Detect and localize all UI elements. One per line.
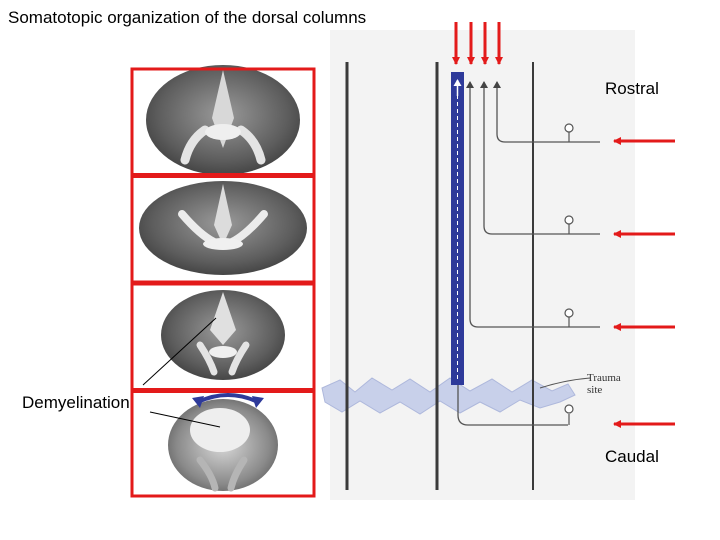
demyelination-leader-lower	[149, 411, 221, 428]
cross-section-4-injured	[168, 399, 278, 492]
trauma-label-line1: Trauma	[587, 372, 621, 384]
trauma-site-label: Trauma site	[587, 372, 621, 396]
injury-bracket	[197, 393, 259, 404]
demyelination-leader-upper	[142, 317, 217, 386]
ganglion-cell-2	[564, 215, 574, 234]
fiber-upper-middle	[480, 81, 600, 235]
cross-section-3	[161, 290, 285, 380]
cross-section-2	[139, 181, 307, 275]
caudal-label: Caudal	[605, 447, 659, 466]
fiber-lower-middle	[466, 81, 600, 328]
trauma-leader-line	[539, 377, 591, 389]
ganglion-cell-1	[564, 123, 574, 142]
ganglion-cell-3	[564, 308, 574, 327]
cross-section-1	[146, 65, 300, 175]
rostral-label: Rostral	[605, 79, 659, 98]
figure-title: Somatotopic organization of the dorsal c…	[8, 8, 367, 27]
fiber-caudal	[457, 385, 568, 426]
demyelination-label: Demyelination	[22, 393, 130, 412]
ganglion-cell-4	[564, 404, 574, 425]
trauma-label-line2: site	[587, 384, 603, 396]
injury-bracket-end-right	[252, 396, 264, 408]
trauma-band	[321, 377, 576, 415]
fiber-rostral	[493, 81, 600, 143]
injury-bracket-end-left	[192, 396, 204, 408]
diagram-background	[330, 30, 635, 500]
